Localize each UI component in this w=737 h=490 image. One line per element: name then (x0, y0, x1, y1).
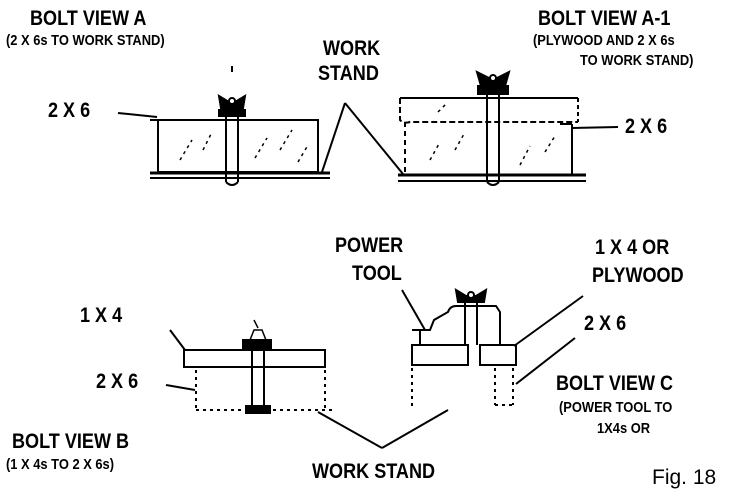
bolt-view-a-title: BOLT VIEW A (30, 7, 147, 30)
bolt-view-c-subtitle-2: 1X4s OR (597, 420, 651, 437)
power-tool-label-1: POWER (335, 234, 404, 257)
work-stand-top-pointers (321, 102, 404, 175)
bolt-view-c-title: BOLT VIEW C (556, 372, 674, 395)
bolt-view-a1-title: BOLT VIEW A-1 (538, 7, 671, 30)
bolt-view-c-drawing (401, 288, 584, 410)
bolt-view-b-title: BOLT VIEW B (12, 430, 130, 453)
bolt-view-a1-subtitle-2: TO WORK STAND) (580, 52, 694, 69)
work-stand-top-label-2: STAND (318, 62, 379, 85)
bolt-view-a-subtitle: (2 X 6s TO WORK STAND) (6, 32, 165, 49)
bolt-view-c-1x4-label-1: 1 X 4 OR (595, 236, 670, 259)
bolt-view-a1-2x6-label: 2 X 6 (625, 115, 668, 138)
bolt-view-a1-subtitle-1: (PLYWOOD AND 2 X 6s (533, 32, 675, 49)
bolt-view-b-1x4-label: 1 X 4 (80, 304, 123, 327)
bolt-view-a1-drawing (398, 70, 619, 186)
bolt-view-a-drawing (117, 66, 330, 186)
power-tool-label-2: TOOL (352, 262, 402, 285)
bolt-view-a-2x6-label: 2 X 6 (48, 99, 91, 122)
bolt-view-b-2x6-label: 2 X 6 (96, 370, 139, 393)
work-stand-bottom-pointers (317, 409, 449, 449)
figure-caption: Fig. 18 (652, 466, 717, 489)
bolt-view-b-subtitle: (1 X 4s TO 2 X 6s) (6, 456, 115, 473)
bolt-view-b-drawing (165, 319, 335, 414)
bolt-view-c-2x6-label: 2 X 6 (584, 312, 627, 335)
bolt-view-c-subtitle-1: (POWER TOOL TO (559, 399, 673, 416)
work-stand-top-label-1: WORK (323, 37, 381, 60)
work-stand-bottom-label: WORK STAND (312, 460, 436, 483)
bolt-view-c-1x4-label-2: PLYWOOD (592, 264, 684, 287)
